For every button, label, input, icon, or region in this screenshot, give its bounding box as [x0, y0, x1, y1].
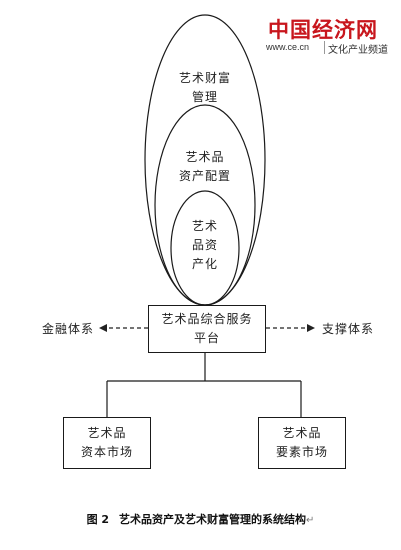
factor-market-box: 艺术品 要素市场 [258, 417, 346, 469]
platform-box: 艺术品综合服务 平台 [148, 305, 266, 353]
financial-system-label: 金融体系 [42, 322, 95, 336]
caption-return-mark: ↵ [306, 515, 315, 526]
watermark-channel: 文化产业频道 [328, 45, 388, 56]
caption-text: 艺术品资产及艺术财富管理的系统结构 [119, 513, 307, 526]
watermark-url: www.ce.cn [266, 42, 310, 52]
ellipse-middle [154, 104, 256, 306]
watermark-logo: 中国经济网 [268, 17, 378, 42]
factor-market-label: 艺术品 要素市场 [275, 426, 328, 459]
platform-label: 艺术品综合服务 平台 [161, 312, 253, 345]
capital-market-label: 艺术品 资本市场 [80, 426, 133, 459]
ellipse-middle-label: 艺术品 资产配置 [178, 150, 231, 183]
ellipse-outer-label: 艺术财富 管理 [178, 71, 231, 104]
support-system-label: 支撑体系 [322, 322, 375, 336]
ellipse-inner-label: 艺术 品资 产化 [191, 219, 218, 271]
figure-caption: 图 2 艺术品资产及艺术财富管理的系统结构↵ [0, 511, 401, 527]
watermark: 中国经济网 www.ce.cn 文化产业频道 [262, 14, 392, 62]
caption-number: 图 2 [86, 513, 110, 526]
watermark-separator [324, 41, 325, 54]
capital-market-box: 艺术品 资本市场 [63, 417, 151, 469]
